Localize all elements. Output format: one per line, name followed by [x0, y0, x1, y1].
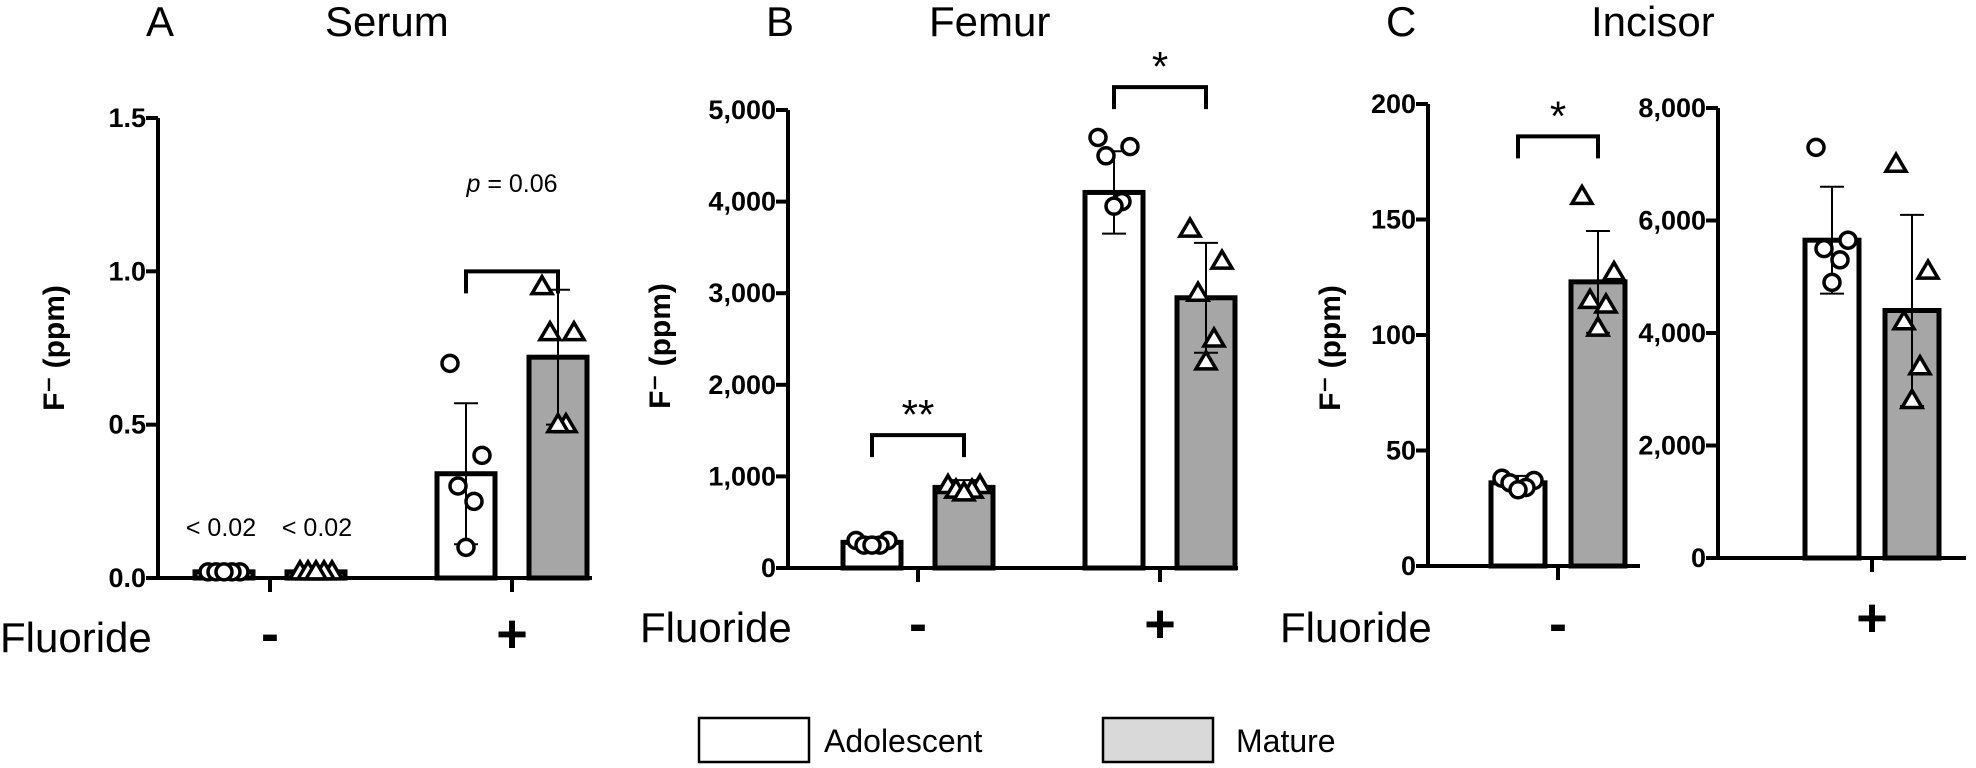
- legend-label-adolescent: Adolescent: [824, 723, 982, 759]
- serum-lod-adolescent: < 0.02: [186, 514, 256, 542]
- incisor-minus-point-triangle: [1584, 314, 1612, 337]
- incisor-plus-point-triangle: [1914, 257, 1942, 280]
- femur-point-triangle: [1192, 348, 1220, 371]
- femur-y-tick-label: 0: [761, 553, 776, 583]
- incisor-plus-point-circle: [1814, 238, 1834, 259]
- incisor-minus-y-tick-label: 150: [1371, 205, 1416, 235]
- femur-point-circle: [1104, 196, 1124, 216]
- femur-point-circle: [1096, 146, 1116, 166]
- femur-significance-marker: **: [902, 391, 935, 438]
- femur-point-circle: [1120, 136, 1140, 157]
- incisor-plus-point-circle: [1822, 272, 1842, 293]
- femur-significance-bracket: [870, 433, 966, 458]
- femur-point-triangle: [1184, 279, 1212, 302]
- incisor-plus-y-tick-label: 4,000: [1638, 318, 1706, 348]
- panel-b-title: Femur: [929, 0, 1050, 45]
- legend-swatch-adolescent: [697, 716, 811, 764]
- femur-y-tick-label: 3,000: [708, 278, 776, 308]
- femur-significance-bracket: [1112, 85, 1208, 110]
- legend-swatch-mature: [1101, 716, 1215, 764]
- panel-c-sign-minus: -: [1549, 594, 1567, 654]
- serum-y-tick-label: 1.5: [108, 103, 146, 133]
- serum-point-circle: [448, 476, 468, 496]
- femur-y-tick-label: 4,000: [708, 187, 776, 217]
- panel-a-ylabel: F⁻ (ppm): [38, 285, 71, 411]
- incisor-minus-y-tick-label: 0: [1401, 551, 1416, 581]
- panel-a-xlabel: Fluoride: [0, 614, 152, 661]
- panel-b-ylabel: F⁻ (ppm): [644, 283, 677, 409]
- panel-c-sign-plus: +: [1856, 588, 1888, 648]
- panel-c-letter: C: [1386, 0, 1416, 45]
- panel-a-letter: A: [146, 0, 174, 45]
- incisor-plus-point-triangle: [1898, 387, 1926, 410]
- incisor-minus-y-tick-label: 200: [1371, 89, 1416, 119]
- serum-y-tick-label: 0.5: [108, 410, 146, 440]
- incisor-minus-point-triangle: [1600, 259, 1628, 282]
- incisor-minus-significance-marker: *: [1550, 92, 1566, 139]
- serum-y-tick-label: 0.0: [108, 563, 146, 593]
- panel-a-sign-minus: -: [261, 604, 279, 664]
- serum-p-number: = 0.06: [480, 170, 557, 198]
- femur-y-tick-label: 5,000: [708, 95, 776, 125]
- incisor-plus-point-circle: [1838, 230, 1858, 250]
- serum-point-circle: [472, 445, 492, 466]
- incisor-minus-y-tick-label: 50: [1386, 436, 1416, 466]
- incisor-minus-point-triangle: [1576, 286, 1604, 310]
- incisor-minus-point-circle: [1508, 480, 1528, 500]
- panel-c-title: Incisor: [1591, 0, 1715, 45]
- serum-point-circle: [464, 491, 484, 512]
- plot-layer: 0.00.51.01.501,0002,0003,0004,0005,000**…: [108, 43, 1966, 593]
- panel-a-sign-plus: +: [496, 604, 528, 664]
- incisor-minus-significance-bracket: [1516, 134, 1600, 159]
- serum-point-triangle: [302, 558, 330, 581]
- serum-p-symbol: p: [465, 170, 480, 198]
- panel-c-ylabel: F⁻ (ppm): [1314, 285, 1347, 411]
- incisor-minus-point-triangle: [1592, 291, 1620, 314]
- legend-label-mature: Mature: [1236, 723, 1336, 759]
- femur-y-tick-label: 2,000: [708, 370, 776, 400]
- serum-y-tick-label: 1.0: [108, 256, 146, 286]
- femur-point-triangle: [950, 479, 978, 502]
- femur-point-triangle: [1176, 215, 1204, 238]
- serum-point-triangle: [560, 319, 588, 342]
- incisor-plus-point-circle: [1806, 137, 1826, 158]
- serum-point-triangle: [528, 273, 556, 296]
- incisor-plus-point-triangle: [1882, 150, 1910, 173]
- incisor-plus-y-tick-label: 2,000: [1638, 431, 1706, 461]
- femur-point-triangle: [1208, 247, 1236, 270]
- incisor-plus-y-tick-label: 8,000: [1638, 93, 1706, 123]
- serum-point-circle: [440, 353, 460, 374]
- panel-b-letter: B: [766, 0, 794, 45]
- panel-b-sign-minus: -: [909, 594, 927, 654]
- incisor-plus-point-triangle: [1890, 308, 1918, 331]
- incisor-minus-point-triangle: [1568, 182, 1596, 206]
- panel-a-title: Serum: [325, 0, 449, 45]
- serum-point-triangle: [536, 319, 564, 342]
- incisor-plus-point-circle: [1830, 250, 1850, 270]
- panel-b-sign-plus: +: [1144, 594, 1176, 654]
- femur-point-circle: [1088, 127, 1108, 148]
- panel-c-xlabel: Fluoride: [1280, 604, 1432, 651]
- femur-y-tick-label: 1,000: [708, 461, 776, 491]
- serum-significance-bracket: [464, 269, 560, 294]
- serum-p-value: p = 0.06: [465, 170, 557, 198]
- femur-significance-marker: *: [1152, 43, 1168, 90]
- serum-lod-mature: < 0.02: [282, 514, 352, 542]
- femur-bar-adolescent: [1082, 189, 1146, 571]
- incisor-plus-point-triangle: [1906, 353, 1934, 376]
- serum-point-triangle: [544, 411, 572, 434]
- panel-b-xlabel: Fluoride: [640, 604, 792, 651]
- incisor-plus-y-tick-label: 0: [1691, 543, 1706, 573]
- incisor-plus-y-tick-label: 6,000: [1638, 206, 1706, 236]
- serum-point-circle: [456, 537, 476, 558]
- femur-point-triangle: [1200, 325, 1228, 348]
- femur-point-circle: [862, 535, 882, 555]
- serum-point-circle: [214, 562, 234, 582]
- incisor-minus-y-tick-label: 100: [1371, 320, 1416, 350]
